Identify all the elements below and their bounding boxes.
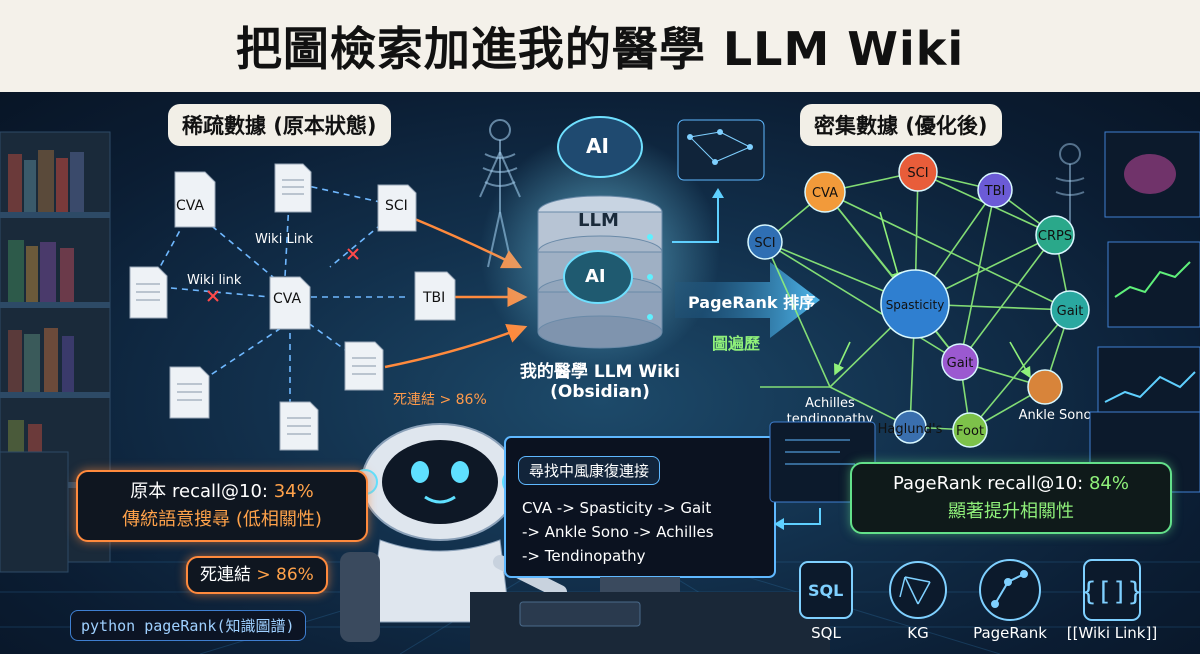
icon-label-wiki-link: [[Wiki Link]] — [1066, 624, 1158, 642]
network-box-icon — [672, 119, 765, 243]
left-header: 稀疏數據 (原本狀態) — [168, 104, 391, 146]
graph-node-circle — [977, 172, 1013, 208]
graph-node-ankle: Ankle Sono — [1019, 369, 1092, 423]
big-flow-arrow — [675, 262, 820, 338]
pagerank-recall-value: 84% — [1088, 473, 1129, 494]
wiki-link-label-1: Wiki Link — [255, 232, 314, 247]
graph-node-label: Gait — [1057, 304, 1084, 319]
right-header: 密集數據 (優化後) — [800, 104, 1002, 146]
skeleton-decor-right — [1055, 143, 1085, 232]
server-ai-bottom-label: AI — [585, 266, 606, 287]
graph-node-circle — [952, 412, 988, 448]
pagerank-recall-prefix: PageRank recall@10: — [893, 473, 1089, 494]
graph-node-circle — [941, 343, 979, 381]
graph-node-crps: CRPS — [1035, 215, 1075, 255]
graph-node-label: Achilles — [805, 396, 855, 411]
monitor-query-title: 尋找中風康復連接 — [518, 456, 661, 485]
dead-link-prefix: 死連結 — [200, 565, 257, 585]
graph-node-cva: CVA — [804, 171, 846, 213]
wiki-caption: 我的醫學 LLM Wiki — [519, 362, 681, 382]
graph-node-circle — [1050, 290, 1090, 330]
graph-node-label: CVA — [812, 186, 838, 201]
wiki-caption-sub: (Obsidian) — [550, 382, 650, 402]
graph-node-foot: Foot — [952, 412, 988, 448]
graph-node-label: Foot — [956, 424, 984, 439]
graph-node-haglund: Haglund's — [878, 410, 943, 444]
graph-node-circle — [898, 152, 938, 192]
sql-icon: SQL — [808, 581, 844, 600]
baseline-recall-box: 原本 recall@10: 34% 傳統語意搜尋 (低相關性) — [76, 470, 368, 542]
svg-text:{[]}: {[]} — [1081, 577, 1144, 607]
graph-node-gait1: Gait — [1050, 290, 1090, 330]
icon-label-sql: SQL — [811, 624, 841, 642]
graph-node-gait2: Gait — [941, 343, 979, 381]
baseline-recall-value: 34% — [273, 481, 314, 502]
bottom-icons: {[]} — [799, 559, 1144, 621]
doc-lines — [136, 179, 376, 435]
server-llm-label: LLM — [578, 210, 619, 231]
graph-node-label: Spasticity — [886, 298, 945, 312]
graph-node-sci1: SCI — [898, 152, 938, 192]
graph-node-sci2: SCI — [747, 224, 783, 260]
pagerank-recall-box: PageRank recall@10: 84% 顯著提升相關性 — [850, 462, 1172, 534]
baseline-recall-prefix: 原本 recall@10: — [130, 481, 274, 502]
doc-label-tbi: TBI — [423, 290, 446, 306]
title-bar: 把圖檢索加進我的醫學 LLM Wiki — [0, 0, 1200, 92]
monitor-path-line-3: -> Tendinopathy — [522, 547, 646, 565]
dead-link-value: > 86% — [256, 565, 314, 585]
graph-node-circle — [747, 224, 783, 260]
graph-node-label: SCI — [907, 166, 928, 181]
server-stack — [480, 116, 720, 372]
graph-node-circle — [893, 410, 927, 444]
graph-node-circle — [804, 171, 846, 213]
baseline-recall-sub: 傳統語意搜尋 (低相關性) — [122, 509, 322, 530]
graph-node-label: Gait — [947, 356, 974, 371]
doc-label-sci: SCI — [385, 198, 408, 214]
monitor-path-line-2: -> Ankle Sono -> Achilles — [522, 523, 714, 541]
doc-label-cva-mid: CVA — [273, 291, 302, 307]
dead-link-box: 死連結 > 86% — [186, 556, 328, 594]
icon-label-pagerank: PageRank — [973, 624, 1047, 642]
doc-label-cva-top: CVA — [176, 198, 205, 214]
graph-node-label: SCI — [754, 236, 775, 251]
server-ai-top-label: AI — [586, 134, 609, 158]
graph-traversal-label: 圖遍歷 — [712, 334, 761, 353]
monitor-path-line-1: CVA -> Spasticity -> Gait — [522, 499, 712, 517]
graph-node-label: Ankle Sono — [1019, 408, 1092, 423]
illustration-layer: CVASCITBICRPSSCISpasticityGaitGaitAchill… — [0, 116, 1200, 654]
bookshelf-lower — [0, 451, 69, 573]
graph-node-circle — [880, 269, 950, 339]
graph-node-circle — [1027, 369, 1063, 405]
page-title: 把圖檢索加進我的醫學 LLM Wiki — [235, 22, 965, 76]
graph-node-tbi: TBI — [977, 172, 1013, 208]
code-snippet: python pageRank(知識圖譜) — [70, 610, 306, 641]
dead-link-note: 死連結 > 86% — [393, 392, 487, 408]
wall-monitors — [1097, 131, 1200, 433]
graph-node-label: TBI — [984, 184, 1006, 199]
pagerank-arrow-label: PageRank 排序 — [688, 293, 816, 312]
icon-label-kg: KG — [907, 624, 929, 642]
wiki-link-label-2: Wiki link — [187, 273, 242, 288]
graph-node-spasticity: Spasticity — [880, 269, 950, 339]
pagerank-recall-sub: 顯著提升相關性 — [948, 501, 1074, 522]
dead-link-marks — [207, 248, 359, 302]
graph-node-label: CRPS — [1038, 229, 1072, 244]
graph-node-circle — [1035, 215, 1075, 255]
graph-node-label: Haglund's — [878, 422, 943, 437]
dense-graph-arrowheads — [834, 211, 1031, 379]
